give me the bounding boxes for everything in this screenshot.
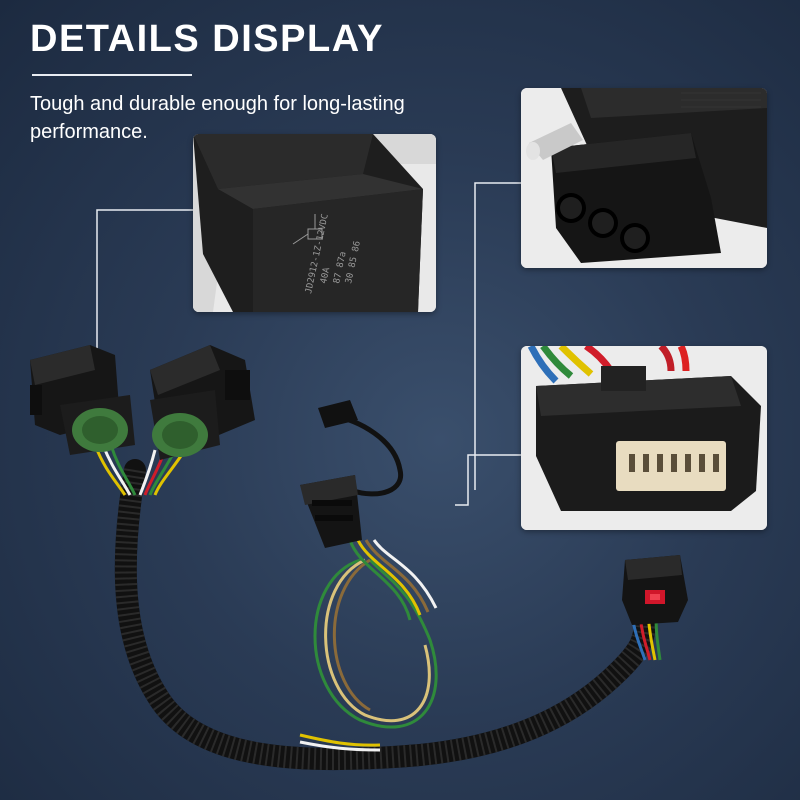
svg-text:40A: 40A bbox=[319, 266, 332, 285]
heading-underline bbox=[32, 74, 192, 76]
flat-plug-closeup-image bbox=[521, 88, 767, 268]
relay-connector-right bbox=[150, 345, 255, 460]
relay-connector-left bbox=[30, 345, 135, 455]
loop-wire-yellow bbox=[324, 558, 431, 722]
corrugated-loom bbox=[114, 459, 656, 771]
relay-closeup-image: JD2912-1Z-12VDC 40A 87 87a 30 85 86 bbox=[193, 134, 436, 312]
section-heading: DETAILS DISPLAY bbox=[30, 18, 384, 60]
loop-wire-green bbox=[313, 558, 438, 729]
flat-4pin-plug bbox=[300, 400, 404, 548]
loop-wire-brown bbox=[332, 558, 371, 712]
subtitle-text: Tough and durable enough for long-lastin… bbox=[30, 93, 405, 143]
flat-plug-cap bbox=[318, 400, 358, 428]
oem-connector-closeup-image bbox=[521, 346, 767, 530]
oem-connector-small bbox=[622, 555, 688, 661]
